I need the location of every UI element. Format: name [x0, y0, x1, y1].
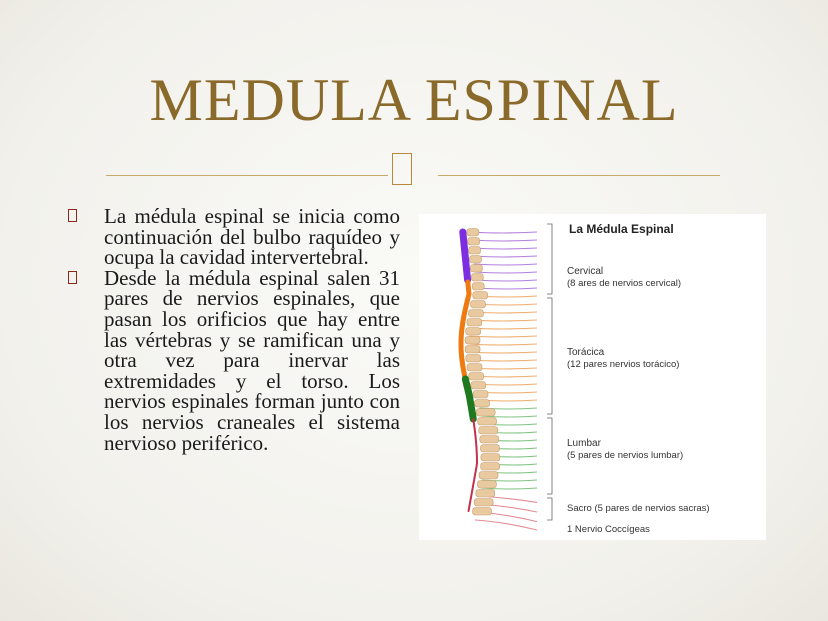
vertebra	[465, 327, 481, 336]
bullet-icon	[68, 209, 77, 222]
vertebra	[468, 246, 481, 255]
region-brackets	[547, 223, 553, 521]
vertebra	[472, 390, 489, 399]
bullet-text: La médula espinal se inicia como continu…	[104, 204, 400, 270]
vertebra	[477, 417, 497, 426]
vertebra	[477, 480, 497, 489]
vertebra	[480, 453, 501, 462]
vertebra	[480, 444, 500, 453]
cord-cervical	[459, 228, 472, 284]
bullet-item: Desde la médula espinal salen 31 pares d…	[68, 265, 400, 455]
vertebra	[466, 363, 483, 372]
vertebra	[475, 408, 496, 417]
nerve-line	[474, 519, 538, 531]
vertebra	[472, 291, 489, 300]
vertebra	[470, 264, 483, 273]
vertebra	[470, 300, 486, 309]
vertebra	[466, 318, 483, 327]
vertebra	[472, 507, 492, 516]
vertebra	[473, 498, 494, 507]
vertebra	[479, 435, 500, 444]
region-label-cervical: Cervical	[567, 266, 603, 277]
nerve-line	[474, 271, 538, 274]
region-bracket	[547, 497, 553, 521]
vertebra	[471, 282, 485, 291]
nerve-line	[475, 279, 538, 282]
vertebra	[466, 228, 480, 237]
nerve-line	[473, 255, 538, 258]
vertebra	[478, 426, 499, 435]
bullet-icon	[68, 270, 77, 284]
region-label-lumbar: Lumbar	[567, 438, 602, 449]
region-bracket	[547, 297, 553, 415]
region-bracket	[547, 223, 553, 295]
vertebra	[467, 237, 481, 246]
cord-thoracic	[458, 279, 472, 381]
nerve-line	[472, 247, 538, 250]
divider-left	[106, 175, 388, 176]
nerve-line	[473, 263, 538, 266]
region-label-sacral: Sacro (5 pares de nervios sacras)	[567, 503, 710, 514]
vertebra	[464, 336, 481, 345]
region-desc-thoracic: (12 pares nervios torácico)	[567, 359, 679, 370]
region-desc-cervical: (8 ares de nervios cervical)	[567, 278, 681, 289]
bullet-list: La médula espinal se inicia como continu…	[68, 204, 400, 455]
bullet-text: Desde la médula espinal salen 31 pares d…	[104, 265, 400, 455]
vertebra	[475, 489, 496, 498]
nerve-line	[471, 239, 538, 242]
vertebra	[470, 273, 484, 282]
ornament-icon	[392, 153, 412, 185]
bullet-item: La médula espinal se inicia como continu…	[68, 204, 400, 270]
vertebra	[470, 381, 487, 390]
vertebra	[478, 471, 499, 480]
region-bracket	[547, 417, 553, 495]
spinal-cord-diagram: La Médula Espinal Cervical (8 ares de ne…	[458, 222, 710, 535]
vertebra	[468, 372, 485, 381]
cord-lumbar	[461, 375, 477, 423]
nerve-line	[470, 231, 538, 234]
divider-right	[438, 175, 720, 176]
vertebral-column	[464, 228, 501, 516]
vertebra	[464, 345, 481, 354]
vertebra	[474, 399, 490, 408]
region-label-coccygeal: 1 Nervio Coccígeas	[567, 524, 650, 535]
nerve-line	[469, 335, 538, 338]
nerve-line	[476, 287, 538, 290]
spinal-cord-figure: La Médula Espinal Cervical (8 ares de ne…	[419, 214, 766, 540]
nerve-line	[468, 343, 538, 346]
cord-sacral	[467, 418, 478, 512]
slide-title: MEDULA ESPINAL	[149, 67, 679, 133]
spinal-cord	[458, 228, 478, 512]
vertebra	[480, 462, 500, 471]
vertebra	[468, 309, 484, 318]
vertebra	[465, 354, 482, 363]
region-label-thoracic: Torácica	[567, 347, 605, 358]
figure-title: La Médula Espinal	[569, 222, 674, 236]
region-desc-lumbar: (5 pares de nervios lumbar)	[567, 450, 683, 461]
vertebra	[469, 255, 482, 264]
